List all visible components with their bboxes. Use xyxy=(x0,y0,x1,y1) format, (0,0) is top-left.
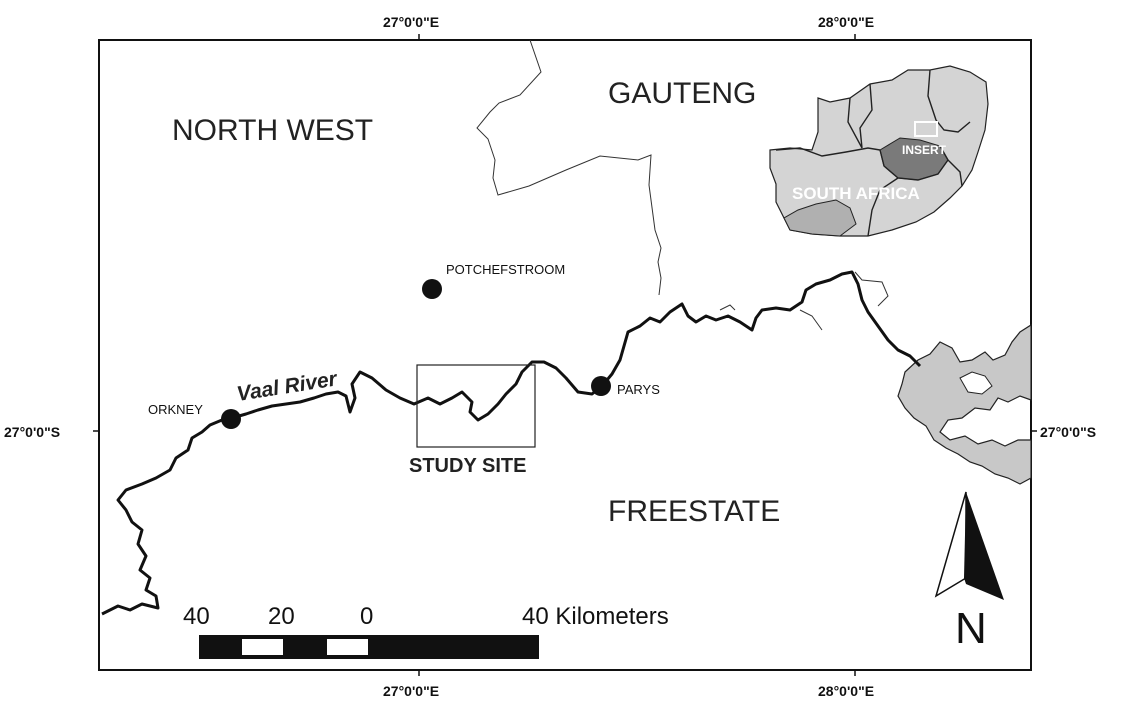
river-tributary xyxy=(719,271,889,331)
town-label-parys: PARYS xyxy=(617,382,660,397)
lon-label-top-left: 27°0'0"E xyxy=(383,14,439,30)
lat-label-right: 27°0'0"S xyxy=(1040,424,1096,440)
town-label-orkney: ORKNEY xyxy=(148,402,203,417)
scale-bar-white-segment xyxy=(327,639,368,655)
lon-label-top-right: 28°0'0"E xyxy=(818,14,874,30)
region-label-gauteng: GAUTENG xyxy=(608,77,756,110)
inset-province-borders xyxy=(775,69,971,237)
scale-label-40: 40 xyxy=(183,603,210,630)
scale-label-20: 20 xyxy=(268,603,295,630)
inset-insert-box xyxy=(914,121,938,137)
inset-country-label: SOUTH AFRICA xyxy=(792,184,920,203)
study-site-box xyxy=(416,364,536,448)
town-marker-orkney xyxy=(221,409,241,429)
north-arrow-right-half xyxy=(964,492,1004,600)
town-label-potchefstroom: POTCHEFSTROOM xyxy=(446,262,565,277)
study-site-label: STUDY SITE xyxy=(409,455,526,477)
lon-label-bottom-left: 27°0'0"E xyxy=(383,683,439,699)
lat-label-left: 27°0'0"S xyxy=(4,424,60,440)
frame-ticks xyxy=(93,34,1037,676)
region-label-freestate: FREESTATE xyxy=(608,495,780,528)
scale-bar-white-segment xyxy=(242,639,283,655)
lon-label-bottom-right: 28°0'0"E xyxy=(818,683,874,699)
inset-insert-label: INSERT xyxy=(902,143,947,157)
north-arrow: N xyxy=(934,491,1004,653)
province-boundary xyxy=(476,39,662,296)
scale-label-end: 40 Kilometers xyxy=(522,603,669,630)
north-arrow-letter: N xyxy=(955,604,987,653)
town-marker-parys xyxy=(591,376,611,396)
scale-label-0: 0 xyxy=(360,603,373,630)
inset-map: INSERT SOUTH AFRICA xyxy=(769,65,989,237)
dam-island xyxy=(959,371,993,395)
scale-bar: 40 20 0 40 Kilometers xyxy=(183,603,669,659)
vaal-river xyxy=(101,270,922,616)
inset-province-western xyxy=(783,199,857,237)
dam-water-body xyxy=(897,323,1032,485)
town-marker-potchefstroom xyxy=(422,279,442,299)
region-label-north-west: NORTH WEST xyxy=(172,114,373,147)
